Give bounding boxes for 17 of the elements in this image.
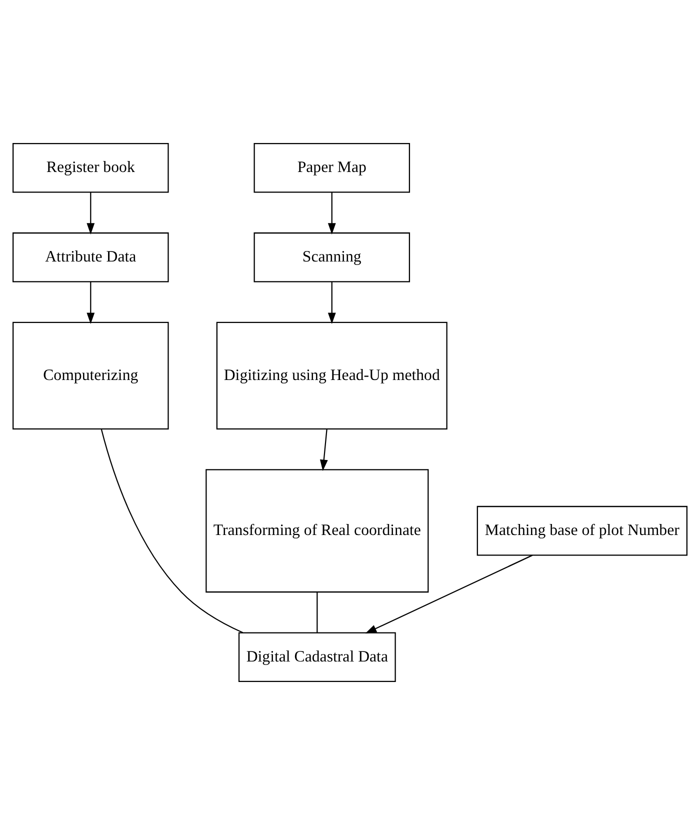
node-box: Matching base of plot Number	[476, 505, 688, 556]
arrow	[328, 281, 336, 324]
node-box: Transforming of Real coordinate	[206, 468, 429, 592]
arrow	[365, 554, 533, 633]
arrow	[86, 281, 95, 324]
arrow	[86, 192, 95, 234]
node-box: Register book	[12, 142, 169, 192]
connector	[316, 592, 318, 632]
arrow	[328, 192, 336, 234]
connector	[100, 428, 244, 633]
arrow	[320, 428, 328, 471]
node-box: Computerizing	[12, 321, 169, 429]
node-box: Paper Map	[254, 142, 410, 192]
node-box: Scanning	[254, 232, 410, 282]
node-box: Digital Cadastral Data	[238, 632, 396, 682]
node-box: Digitizing using Head-Up method	[216, 321, 448, 429]
node-box: Attribute Data	[12, 232, 169, 282]
